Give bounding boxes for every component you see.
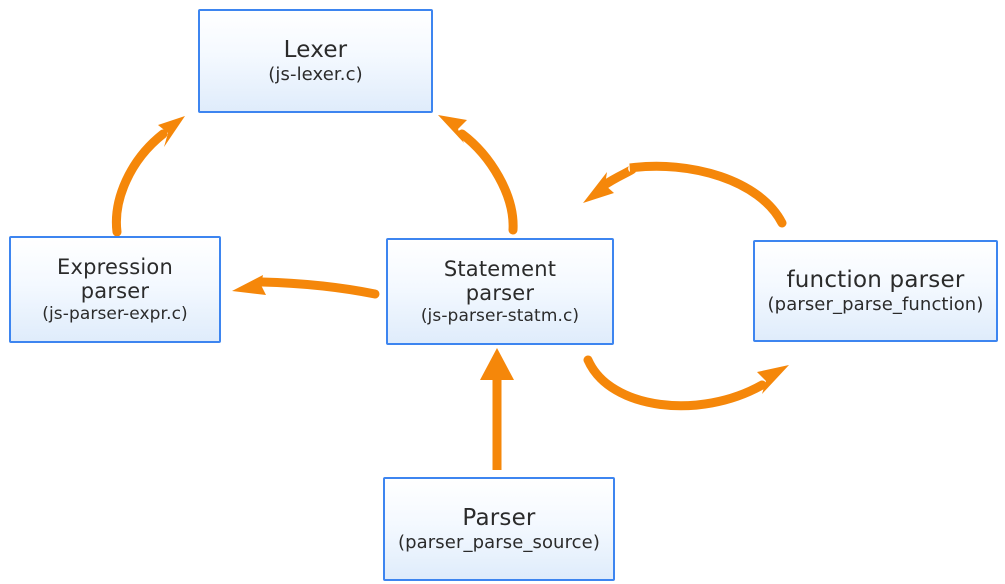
node-parser[interactable]: Parser (parser_parse_source) — [383, 477, 615, 581]
edge-statement-to-function — [583, 355, 789, 411]
node-lexer[interactable]: Lexer (js-lexer.c) — [198, 9, 433, 113]
node-lexer-title: Lexer — [283, 36, 348, 63]
node-expression-parser-title-line2: parser — [80, 279, 150, 304]
edge-function-to-statement — [583, 161, 787, 228]
node-lexer-subtitle: (js-lexer.c) — [268, 63, 363, 85]
node-function-parser-subtitle: (parser_parse_function) — [767, 293, 984, 315]
edge-statement-to-lexer — [438, 115, 518, 235]
node-expression-parser-subtitle: (js-parser-expr.c) — [42, 304, 188, 325]
edge-expression-to-lexer — [111, 116, 185, 237]
node-statement-parser-title: Statement — [443, 256, 557, 281]
node-expression-parser-title: Expression — [57, 254, 173, 279]
node-expression-parser[interactable]: Expression parser (js-parser-expr.c) — [9, 236, 221, 343]
edge-parser-to-statement — [480, 348, 514, 470]
edge-statement-to-expression — [232, 275, 380, 299]
node-statement-parser-title-line2: parser — [465, 281, 535, 306]
node-function-parser-title: function parser — [786, 266, 965, 293]
node-statement-parser-subtitle: (js-parser-statm.c) — [420, 306, 580, 327]
node-statement-parser[interactable]: Statement parser (js-parser-statm.c) — [386, 238, 614, 345]
node-function-parser[interactable]: function parser (parser_parse_function) — [753, 240, 998, 342]
node-parser-subtitle: (parser_parse_source) — [398, 531, 600, 553]
node-parser-title: Parser — [462, 504, 536, 531]
